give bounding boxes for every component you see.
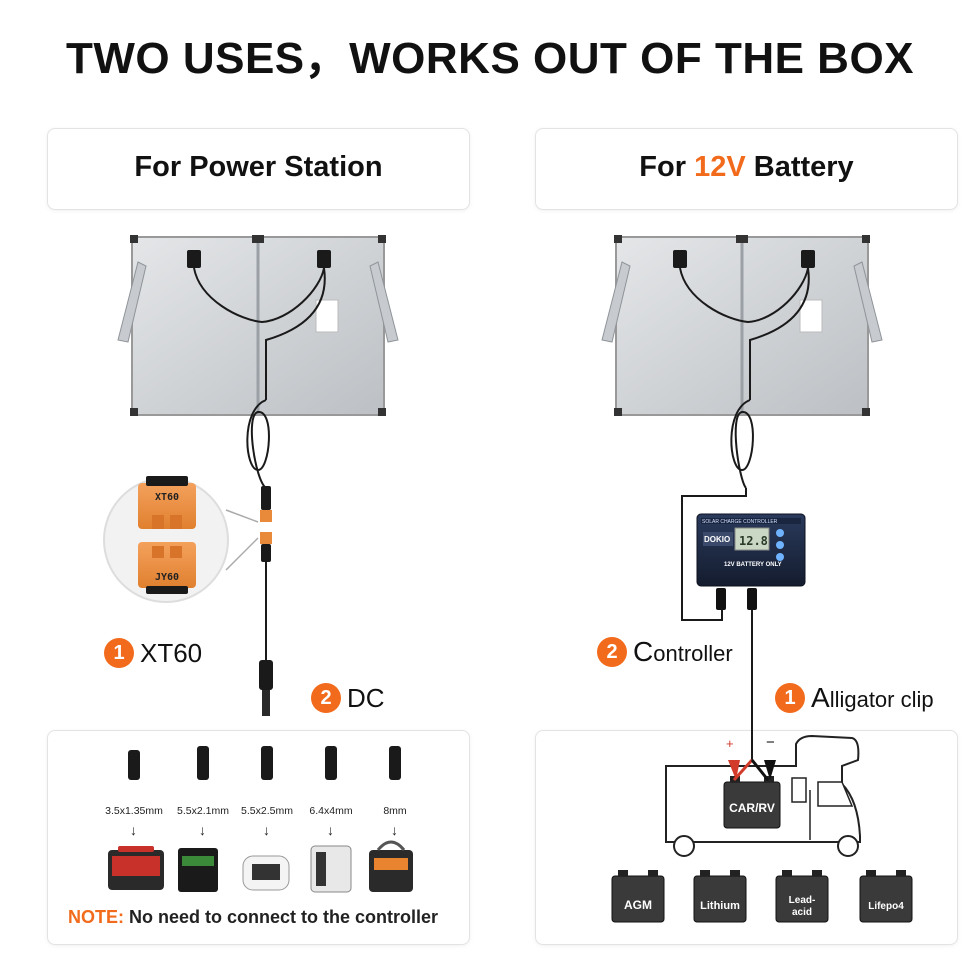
battery-icon bbox=[775, 870, 829, 923]
power-station-icon bbox=[369, 840, 413, 892]
cable-icon bbox=[246, 399, 272, 660]
controller-screen: 12.8 bbox=[739, 534, 768, 548]
controller-note: 12V BATTERY ONLY bbox=[724, 562, 782, 568]
power-station-icon bbox=[178, 848, 218, 892]
connector-icon bbox=[103, 476, 259, 603]
tip-size-label: 6.4x4mm bbox=[309, 805, 353, 817]
rv-icon bbox=[665, 734, 861, 857]
power-station-icon bbox=[242, 855, 290, 891]
arrow-down-icon: ↓ bbox=[130, 822, 137, 838]
plus-sign: + bbox=[726, 736, 734, 751]
page-title: TWO USES，WORKS OUT OF THE BOX bbox=[65, 34, 915, 83]
battery-type-agm: AGM bbox=[624, 898, 652, 912]
solar-panel-icon bbox=[117, 235, 399, 416]
battery-type-lithium: Lithium bbox=[700, 900, 740, 912]
controller-brand: DOKIO bbox=[704, 535, 730, 544]
dc-plug-icon bbox=[259, 660, 273, 716]
minus-sign: − bbox=[766, 734, 775, 751]
battery-icon bbox=[859, 870, 913, 923]
power-station-icon bbox=[108, 846, 164, 890]
tip-size-label: 3.5x1.35mm bbox=[105, 805, 163, 817]
arrow-down-icon: ↓ bbox=[327, 822, 334, 838]
cable-icon bbox=[681, 399, 754, 760]
rv-battery-label: CAR/RV bbox=[729, 801, 775, 815]
battery-type-lead-acid: Lead-acid bbox=[789, 895, 816, 918]
battery-icon bbox=[693, 870, 747, 923]
arrow-down-icon: ↓ bbox=[199, 822, 206, 838]
charge-controller-icon bbox=[696, 513, 806, 610]
tip-size-label: 8mm bbox=[383, 805, 407, 817]
step-number-badge: 2 bbox=[597, 637, 627, 667]
step-number-badge: 1 bbox=[775, 683, 805, 713]
battery-type-lifepo4: Lifepo4 bbox=[868, 901, 904, 912]
jy60-connector-label: JY60 bbox=[154, 572, 180, 583]
tip-size-label: 5.5x2.5mm bbox=[241, 805, 293, 817]
power-station-header: For Power Station bbox=[134, 151, 383, 183]
step-number-badge: 2 bbox=[311, 683, 341, 714]
battery-header: For 12V Battery bbox=[639, 151, 854, 183]
power-station-header-card: For Power Station bbox=[47, 128, 470, 210]
battery-icon bbox=[611, 870, 665, 923]
xt60-connector-label: XT60 bbox=[154, 492, 180, 503]
dc-tip-icon bbox=[128, 746, 401, 780]
step-number-badge: 1 bbox=[104, 638, 134, 669]
controller-title: SOLAR CHARGE CONTROLLER bbox=[702, 519, 778, 525]
tip-size-label: 5.5x2.1mm bbox=[177, 805, 229, 817]
battery-header-card: For 12V Battery bbox=[535, 128, 958, 210]
arrow-down-icon: ↓ bbox=[263, 822, 270, 838]
power-station-icon bbox=[310, 845, 352, 893]
controller-note-text: NOTE: No need to connect to the controll… bbox=[68, 907, 439, 927]
arrow-down-icon: ↓ bbox=[391, 822, 398, 838]
solar-panel-icon bbox=[601, 235, 883, 416]
